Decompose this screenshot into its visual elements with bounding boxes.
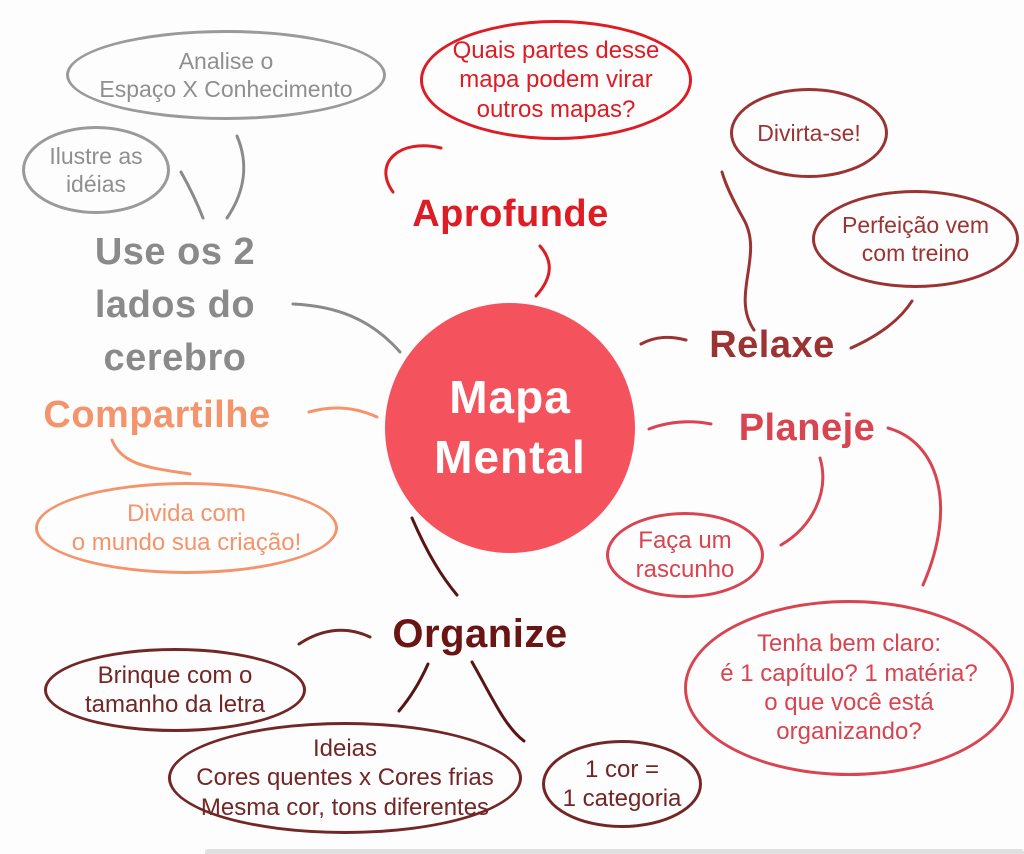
bubble-ideias-cores: Ideias Cores quentes x Cores frias Mesma… [168,722,522,834]
arrow-organize-to-ideias [397,662,430,713]
arrow-relaxe-to-divirta [720,170,756,332]
arrow-aprofunde-to-quais [384,144,443,194]
branch-label-aprofunde: Aprofunde [412,193,609,235]
arrow-organize-to-brinque [297,628,372,646]
arrow-center-to-planeje [647,420,713,431]
arrow-use2lados-to-analise [225,134,246,220]
bubble-divida-mundo: Divida com o mundo sua criação! [35,482,338,574]
bubble-perfeicao-treino: Perfeição vem com treino [812,190,1019,288]
arrow-relaxe-to-perfeicao [849,299,914,350]
arrow-planeje-to-tenha [886,426,943,587]
arrow-center-to-use2lados [291,302,402,354]
bubble-quais-partes: Quais partes desse mapa podem virar outr… [420,20,692,140]
branch-label-organize: Organize [392,612,568,656]
center-node-mapa-mental: Mapa Mental [385,303,635,553]
arrow-center-to-relaxe [639,335,688,346]
page-edge-line [205,849,1024,854]
arrow-use2lados-to-ilustre [179,170,205,220]
branch-label-compartilhe: Compartilhe [43,394,271,436]
arrow-compartilhe-to-divida [110,438,192,476]
bubble-uma-cor-categoria: 1 cor = 1 categoria [542,740,702,828]
bubble-divirta-se: Divirta-se! [730,88,888,178]
bubble-faca-rascunho: Faça um rascunho [606,512,764,598]
branch-label-planeje: Planeje [738,407,876,449]
arrow-center-to-aprofunde [534,244,551,298]
bubble-analise-espaco: Analise o Espaço X Conhecimento [66,30,386,120]
branch-label-relaxe: Relaxe [709,324,835,366]
branch-label-use2lados: Use os 2 lados do cerebro [94,231,256,380]
arrow-center-to-compartilhe [307,406,379,419]
arrow-organize-to-umacor [470,660,526,743]
bubble-brinque-tamanho: Brinque com o tamanho da letra [44,648,306,732]
bubble-tenha-bem-claro: Tenha bem claro: é 1 capítulo? 1 matéria… [684,600,1014,776]
bubble-ilustre-ideias: Ilustre as idéias [22,126,170,214]
arrow-planeje-to-faca [779,456,825,547]
